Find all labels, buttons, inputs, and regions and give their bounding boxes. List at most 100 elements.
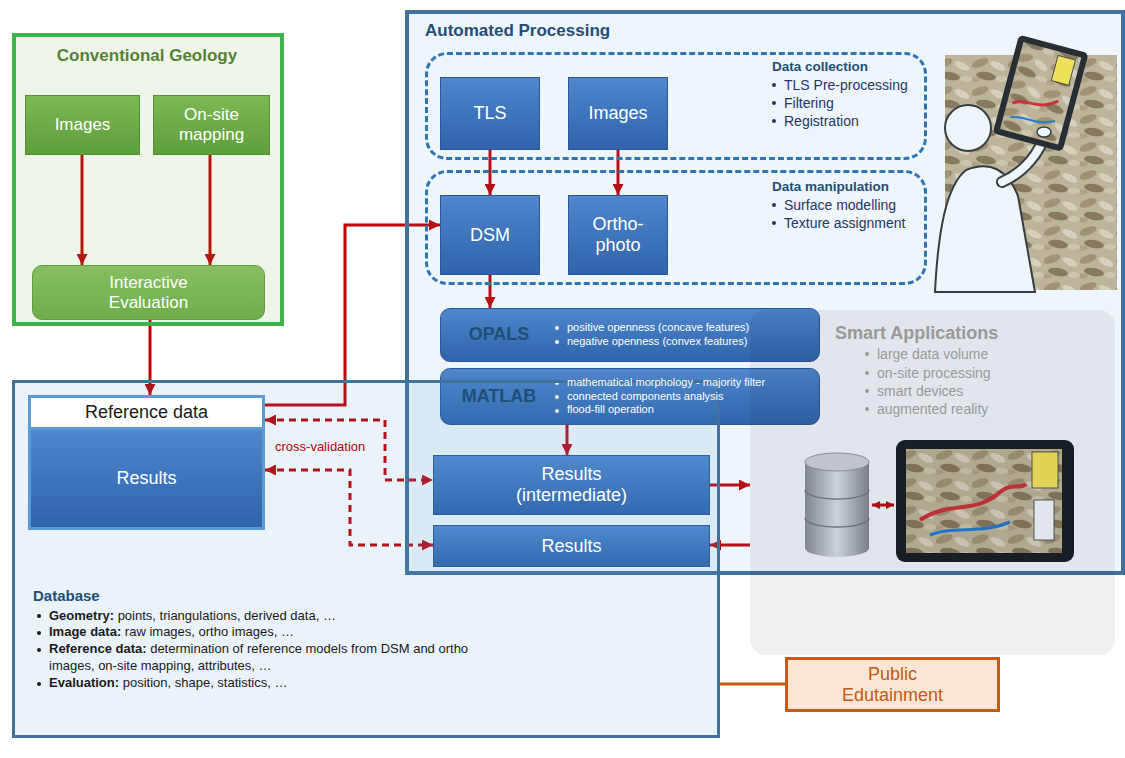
box-content: Public Edutainment	[833, 664, 953, 705]
bullet-row: Surface modelling	[772, 196, 922, 214]
box-label: Interactive Evaluation	[94, 273, 204, 312]
bullet-text: on-site processing	[877, 364, 1100, 382]
bullet-text: augmented reality	[877, 400, 1100, 418]
bullet-dot	[772, 203, 776, 207]
bullet-dot	[37, 648, 41, 652]
bullet-row: negative openness (convex features)	[555, 335, 811, 349]
bullet-row: Evaluation: position, shape, statistics,…	[33, 675, 503, 692]
bullet-text: Filtering	[784, 94, 922, 112]
bullet-text: Surface modelling	[784, 196, 922, 214]
bullet-row: connected components analysis	[555, 390, 811, 404]
box-content: Results	[541, 536, 601, 557]
bullet-text: Evaluation: position, shape, statistics,…	[49, 675, 503, 692]
bullet-text: connected components analysis	[567, 390, 811, 404]
bullet-row: large data volume	[835, 345, 1100, 363]
step-group: Data collectionTLS Pre-processingFilteri…	[425, 52, 927, 160]
bullet-dot	[37, 682, 41, 686]
box-label: Ortho- photo	[583, 214, 653, 255]
result-box: Results	[28, 430, 265, 530]
bullet-row: mathematical morphology - majority filte…	[555, 376, 811, 390]
bullet-dot	[37, 631, 41, 635]
bullet-text: Registration	[784, 112, 922, 130]
bullet-row: flood-fill operation	[555, 403, 811, 417]
heading-row: Conventional Geology	[16, 45, 278, 67]
bullet-row: smart devices	[835, 382, 1100, 400]
bullet-text: Geometry: points, triangulations, derive…	[49, 608, 503, 625]
box-content: Images	[55, 115, 111, 135]
bullet-dot	[865, 352, 869, 356]
term-label: Geometry:	[49, 608, 114, 623]
bullet-dot	[37, 614, 41, 618]
bullet-text: smart devices	[877, 382, 1100, 400]
bullet-text: negative openness (convex features)	[567, 335, 811, 349]
panel-heading: Data collection	[772, 59, 868, 74]
box-content: Interactive Evaluation	[94, 273, 204, 312]
connector-arrow	[720, 683, 785, 686]
panel-heading: Data manipulation	[772, 179, 889, 194]
panel-text: Data manipulationSurface modellingTextur…	[772, 178, 922, 232]
box-label: Public Edutainment	[833, 664, 953, 705]
bullet-dot	[555, 326, 559, 330]
edge-label-holder: cross-validation	[272, 437, 368, 455]
heading-row: OPALS	[449, 323, 549, 346]
bullet-dot	[772, 221, 776, 225]
heading-row: Automated Processing	[425, 20, 725, 42]
term-label: Evaluation:	[49, 675, 119, 690]
method-panel: Conventional GeologyImages On-site mappin…	[12, 33, 284, 326]
box-label: TLS	[473, 103, 506, 124]
box-label: Results (intermediate)	[497, 464, 647, 505]
box-content: Reference data	[85, 402, 208, 423]
box-label: DSM	[470, 225, 510, 246]
panel-heading: OPALS	[469, 324, 530, 344]
term-label: Image data:	[49, 624, 121, 639]
bullet-text: Texture assignment	[784, 214, 922, 232]
panel-text: Smart Applications large data volumeon-si…	[835, 322, 1100, 418]
box-label: Results	[116, 468, 176, 489]
term-text: raw images, ortho images, …	[121, 624, 294, 639]
box-content: On-site mapping	[160, 105, 263, 144]
panel-heading: Smart Applications	[835, 323, 998, 343]
step-group: Data manipulationSurface modellingTextur…	[425, 170, 927, 285]
bullet-text: Image data: raw images, ortho images, …	[49, 624, 503, 641]
bullet-row: Texture assignment	[772, 214, 922, 232]
bullet-dot	[772, 101, 776, 105]
bullet-text: large data volume	[877, 345, 1100, 363]
box-content: TLS	[473, 103, 506, 124]
bullet-row: on-site processing	[835, 364, 1100, 382]
heading-row: Data collection	[772, 58, 922, 76]
bullet-text: positive openness (concave features)	[567, 321, 811, 335]
data-box: Images	[568, 77, 668, 150]
box-label: Images	[55, 115, 111, 135]
bullet-row: Filtering	[772, 94, 922, 112]
box-content: DSM	[470, 225, 510, 246]
heading-row: Data manipulation	[772, 178, 922, 196]
panel-text: Data collectionTLS Pre-processingFilteri…	[772, 58, 922, 130]
bullet-text: flood-fill operation	[567, 403, 811, 417]
outreach-box: Public Edutainment	[785, 657, 1000, 712]
bullet-row: Reference data: determination of referen…	[33, 641, 503, 675]
bullet-dot	[865, 407, 869, 411]
panel-text: Automated Processing	[425, 20, 725, 42]
edge-label: cross-validation	[272, 439, 368, 454]
process-box: Interactive Evaluation	[32, 265, 265, 320]
data-box: Ortho- photo	[568, 195, 668, 275]
panel-heading: MATLAB	[462, 386, 537, 406]
panel-heading: Database	[33, 587, 100, 604]
box-label: Images	[588, 103, 647, 124]
term-text: points, triangulations, derived data, …	[114, 608, 336, 623]
bullet-row: TLS Pre-processing	[772, 76, 922, 94]
reference-box: Reference data	[28, 395, 265, 430]
box-content: Ortho- photo	[583, 214, 653, 255]
box-label: Reference data	[85, 402, 208, 423]
bullet-dot	[865, 389, 869, 393]
bullet-text: Reference data: determination of referen…	[49, 641, 503, 675]
term-text: position, shape, statistics, …	[119, 675, 287, 690]
bullet-text: mathematical morphology - majority filte…	[567, 376, 811, 390]
box-content: Results	[116, 468, 176, 489]
panel-heading: Conventional Geology	[57, 46, 237, 65]
panel-heading: Automated Processing	[425, 21, 610, 40]
panel-text: DatabaseGeometry: points, triangulations…	[33, 586, 503, 692]
input-box: On-site mapping	[153, 95, 270, 155]
data-box: TLS	[440, 77, 540, 150]
